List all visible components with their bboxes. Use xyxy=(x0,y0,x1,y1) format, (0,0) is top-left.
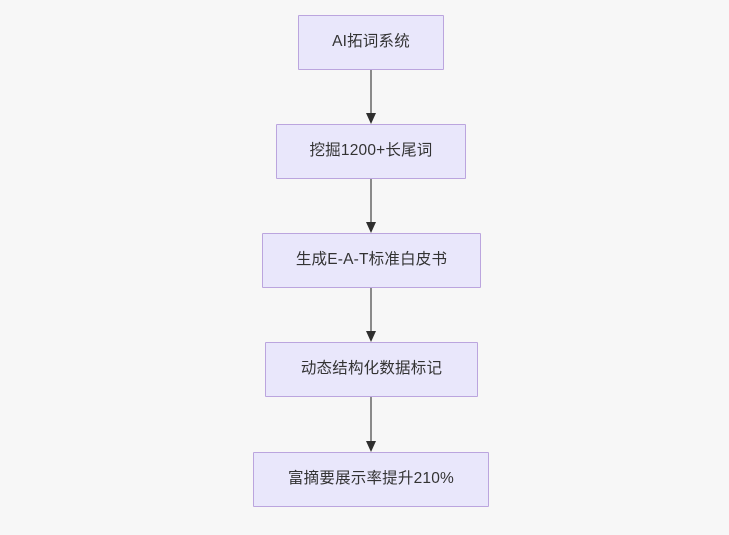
flow-node-label: 动态结构化数据标记 xyxy=(300,360,443,378)
edge-n3-n4 xyxy=(366,286,376,342)
flow-node-label: AI拓词系统 xyxy=(332,33,410,51)
flow-node-eat-whitepaper[interactable]: 生成E-A-T标准白皮书 xyxy=(262,233,481,288)
flow-node-label: 挖掘1200+长尾词 xyxy=(309,142,433,160)
flow-node-label: 生成E-A-T标准白皮书 xyxy=(295,251,448,269)
flow-node-label: 富摘要展示率提升210% xyxy=(287,470,455,488)
flow-node-structured-data-markup[interactable]: 动态结构化数据标记 xyxy=(265,342,478,397)
edge-n1-n2 xyxy=(366,68,376,124)
edge-n2-n3 xyxy=(366,177,376,233)
edge-n4-n5 xyxy=(366,395,376,452)
flow-node-ai-keyword-system[interactable]: AI拓词系统 xyxy=(298,15,444,70)
flow-node-longtail-mining[interactable]: 挖掘1200+长尾词 xyxy=(276,124,466,179)
flow-node-rich-snippet-result[interactable]: 富摘要展示率提升210% xyxy=(253,452,489,507)
